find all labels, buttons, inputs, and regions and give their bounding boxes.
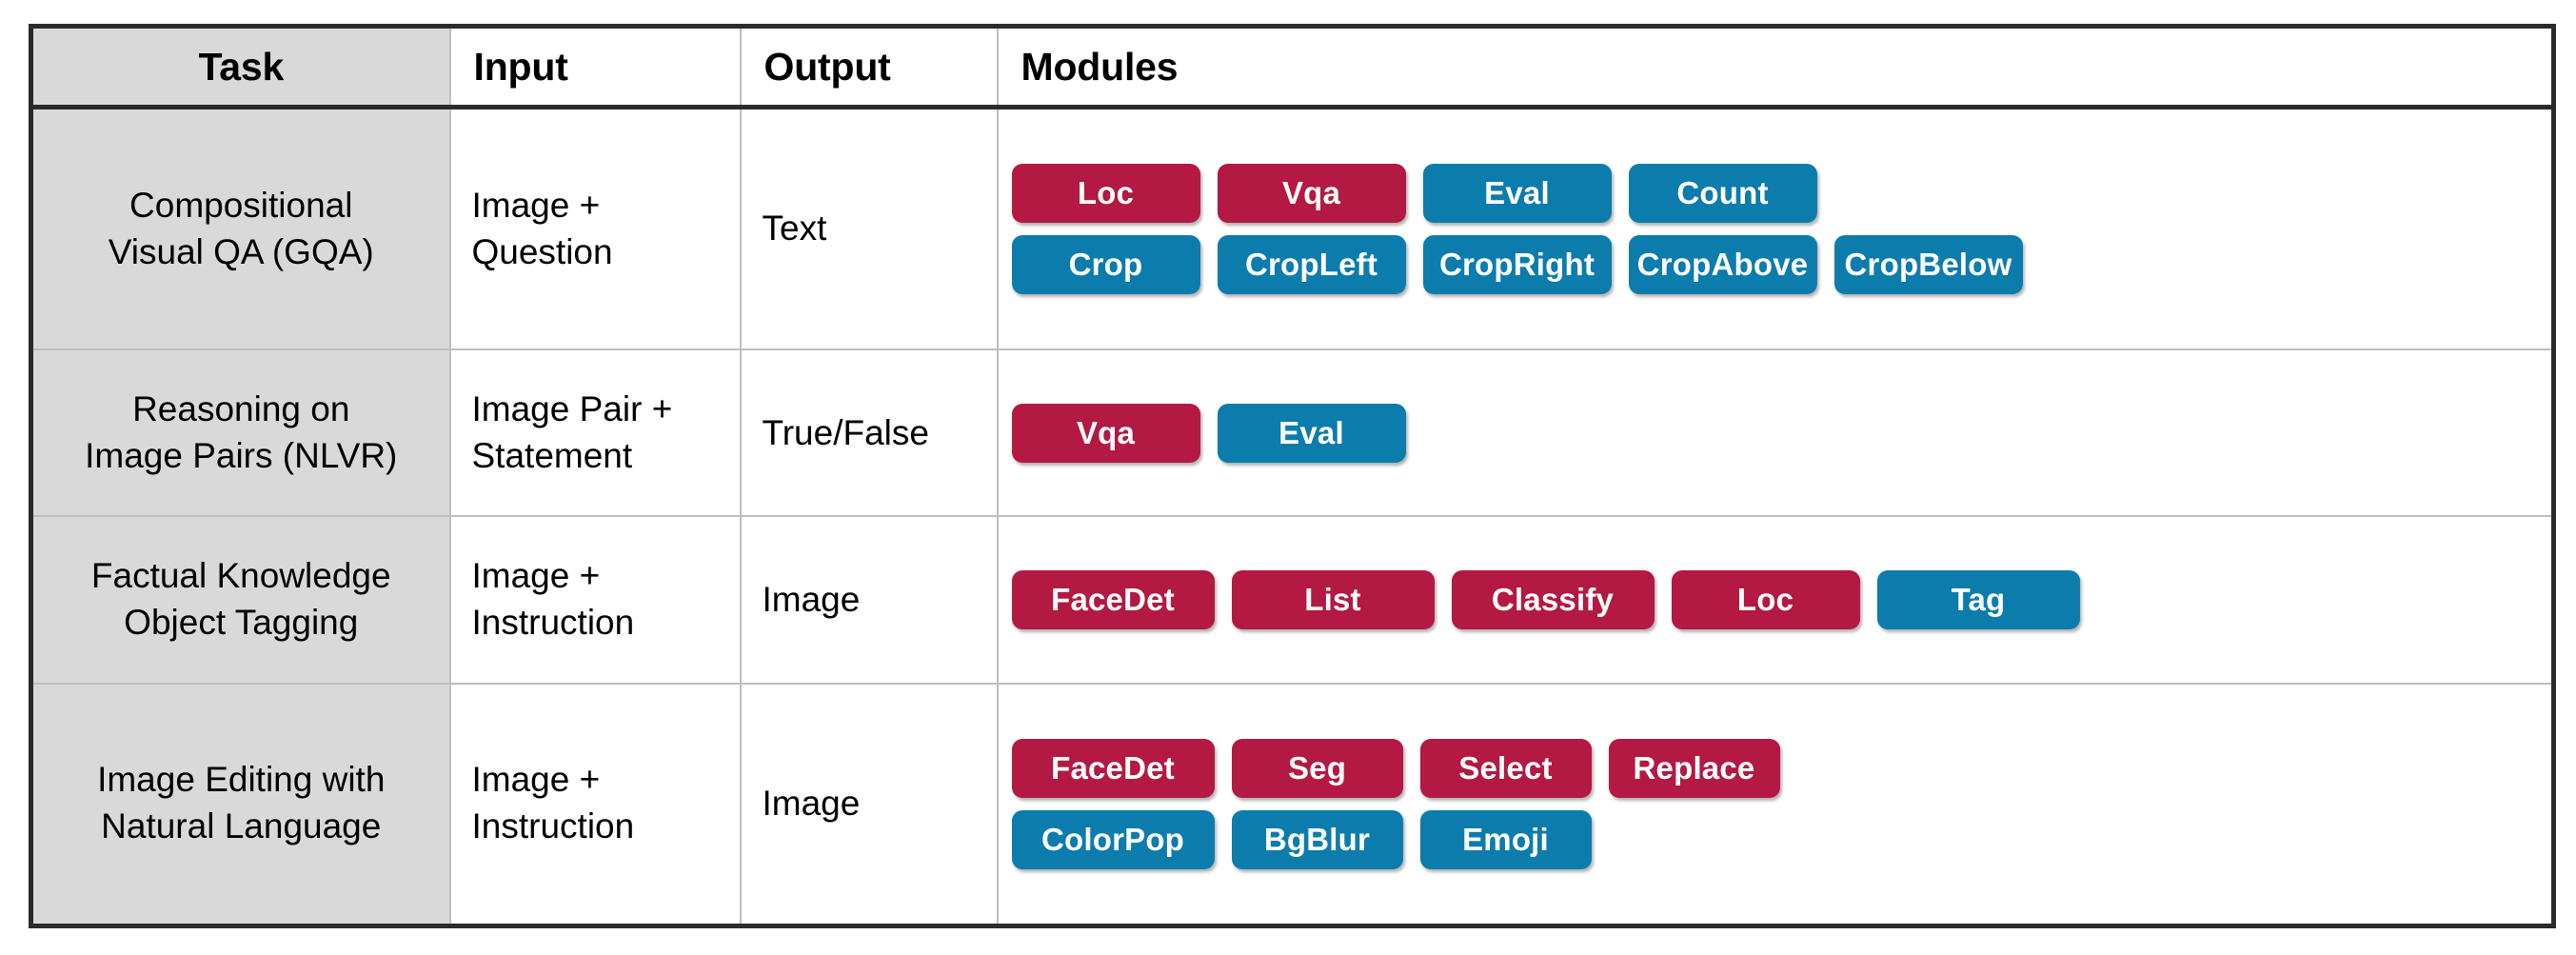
table-row: Reasoning on Image Pairs (NLVR) Image Pair… [30, 349, 2554, 518]
cell-input: Image Pair + Statement [449, 349, 742, 518]
column-header-modules: Modules [997, 26, 2554, 109]
module-pill-classify[interactable]: Classify [1451, 569, 1655, 629]
module-pill-eval[interactable]: Eval [1217, 403, 1406, 463]
module-pill-loc[interactable]: Loc [1011, 164, 1200, 224]
task-label-line-1: Compositional [129, 185, 353, 225]
module-pill-seg[interactable]: Seg [1231, 738, 1403, 798]
cell-input: Image + Instruction [449, 683, 742, 926]
cell-modules: Vqa Eval [997, 349, 2554, 518]
module-pill-cropbelow[interactable]: CropBelow [1833, 235, 2023, 295]
task-label-line-2: Object Tagging [124, 602, 359, 642]
module-pill-row: FaceDet Seg Select Replace [1011, 738, 2552, 798]
module-pill-count[interactable]: Count [1628, 164, 1817, 224]
module-pill-row: Loc Vqa Eval Count [1011, 164, 2552, 224]
module-pill-colorpop[interactable]: ColorPop [1011, 809, 1215, 869]
module-pill-cropright[interactable]: CropRight [1422, 235, 1612, 295]
task-label-line-1: Reasoning on [132, 389, 350, 429]
cell-output: Text [740, 107, 999, 351]
module-pill-row: ColorPop BgBlur Emoji [1011, 809, 2552, 869]
module-pill-row: Crop CropLeft CropRight CropAbove CropBelow [1011, 235, 2552, 295]
cell-output: Image [740, 516, 999, 685]
input-label-line-1: Image + [471, 556, 601, 596]
cell-task: Reasoning on Image Pairs (NLVR) [30, 349, 451, 518]
input-label-line-2: Question [471, 231, 613, 271]
cell-input: Image + Question [449, 107, 742, 351]
output-label: True/False [762, 412, 929, 452]
module-pill-loc[interactable]: Loc [1671, 569, 1860, 629]
module-pill-eval[interactable]: Eval [1422, 164, 1612, 224]
table-header: Task Input Output Modules [30, 26, 2554, 109]
task-label-line-2: Image Pairs (NLVR) [85, 435, 398, 475]
module-pill-stack: FaceDet List Classify Loc Tag [1011, 569, 2552, 629]
module-pill-row: Vqa Eval [1011, 403, 2552, 463]
module-pill-row: FaceDet List Classify Loc Tag [1011, 569, 2552, 629]
output-label: Text [762, 209, 827, 249]
column-header-task: Task [30, 26, 451, 109]
input-label-line-1: Image Pair + [471, 389, 673, 429]
header-row: Task Input Output Modules [30, 26, 2554, 109]
input-label-line-1: Image + [471, 185, 601, 225]
output-label: Image [762, 783, 861, 823]
task-label-line-2: Visual QA (GQA) [108, 231, 374, 271]
task-label-line-1: Factual Knowledge [90, 556, 391, 596]
output-label: Image [762, 579, 861, 619]
cell-output: Image [740, 683, 999, 926]
input-label-line-2: Statement [471, 435, 633, 475]
module-pill-vqa[interactable]: Vqa [1217, 164, 1406, 224]
module-pill-crop[interactable]: Crop [1011, 235, 1200, 295]
module-pill-replace[interactable]: Replace [1608, 738, 1780, 798]
module-pill-emoji[interactable]: Emoji [1419, 809, 1592, 869]
input-label-line-1: Image + [471, 760, 601, 800]
cell-modules: FaceDet List Classify Loc Tag [997, 516, 2554, 685]
task-label-line-1: Image Editing with [97, 760, 386, 800]
input-label-line-2: Instruction [471, 806, 635, 846]
module-pill-cropleft[interactable]: CropLeft [1217, 235, 1406, 295]
module-pill-list[interactable]: List [1231, 569, 1435, 629]
module-pill-select[interactable]: Select [1419, 738, 1592, 798]
cell-input: Image + Instruction [449, 516, 742, 685]
module-pill-facedet[interactable]: FaceDet [1011, 569, 1215, 629]
module-pill-vqa[interactable]: Vqa [1011, 403, 1200, 463]
module-pill-cropabove[interactable]: CropAbove [1628, 235, 1817, 295]
module-pill-bgblur[interactable]: BgBlur [1231, 809, 1403, 869]
module-pill-facedet[interactable]: FaceDet [1011, 738, 1215, 798]
column-header-input: Input [449, 26, 742, 109]
column-header-output: Output [740, 26, 999, 109]
input-label-line-2: Instruction [471, 602, 635, 642]
cell-output: True/False [740, 349, 999, 518]
module-pill-tag[interactable]: Tag [1876, 569, 2080, 629]
module-pill-stack: Vqa Eval [1011, 403, 2552, 463]
task-label-line-2: Natural Language [101, 806, 382, 846]
